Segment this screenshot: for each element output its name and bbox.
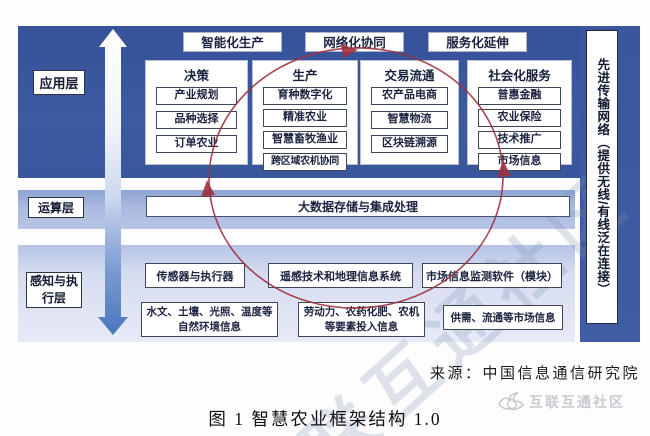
flow-smart-production: 智能化生产 xyxy=(183,32,282,52)
column-social-services: 社会化服务 普惠金融 农业保险 技术推广 市场信息 xyxy=(467,60,572,171)
natural-environment-info-box: 水文、土壤、光照、温度等自然环境信息 xyxy=(141,302,278,337)
sub-item: 产业规划 xyxy=(156,87,237,105)
sub-item: 精准农业 xyxy=(263,109,347,127)
column-trade-circulation: 交易流通 农产品电商 智慧物流 区块链溯源 xyxy=(360,60,459,165)
input-factors-info-box: 劳动力、农药化肥、农机等要素投入信息 xyxy=(298,302,425,337)
market-monitor-software-box: 市场信息监测软件（模块） xyxy=(422,263,562,288)
column-decision: 决策 产业规划 品种选择 订单农业 xyxy=(145,60,248,165)
sub-item: 普惠金融 xyxy=(478,87,561,105)
sub-item: 订单农业 xyxy=(156,135,237,153)
supply-demand-market-info-box: 供需、流通等市场信息 xyxy=(443,305,563,330)
figure-caption: 图 1 智慧农业框架结构 1.0 xyxy=(208,409,442,429)
sub-item: 品种选择 xyxy=(156,111,237,129)
sub-item: 智慧物流 xyxy=(371,111,448,129)
sub-item: 农产品电商 xyxy=(371,87,448,105)
layer-label-compute: 运算层 xyxy=(28,197,84,218)
community-logo: 互联互通社区 xyxy=(498,392,625,412)
flow-service-extension: 服务化延伸 xyxy=(428,32,527,52)
sensor-actuator-box: 传感器与执行器 xyxy=(145,263,245,288)
sub-item: 市场信息 xyxy=(478,153,561,171)
transport-network-label: 先进传输网络（提供无线/有线泛在连接） xyxy=(595,58,610,296)
sub-item: 跨区域农机协同 xyxy=(263,153,347,171)
column-title: 交易流通 xyxy=(384,69,435,83)
sub-item: 农业保险 xyxy=(478,109,561,127)
remote-sensing-gis-box: 遥感技术和地理信息系统 xyxy=(268,263,413,288)
sub-item: 区块链溯源 xyxy=(371,135,448,153)
column-title: 生产 xyxy=(292,69,318,83)
sub-item: 育种数字化 xyxy=(263,87,347,105)
column-title: 社会化服务 xyxy=(488,69,551,83)
source-line: 来源：中国信息通信研究院 xyxy=(429,366,640,382)
sub-item: 技术推广 xyxy=(478,131,561,149)
column-production: 生产 育种数字化 精准农业 智慧畜牧渔业 跨区域农机协同 xyxy=(252,60,358,171)
bigdata-storage-processing-box: 大数据存储与集成处理 xyxy=(146,196,570,217)
flow-network-collaboration: 网络化协同 xyxy=(305,32,404,52)
layer-label-sense: 感知与执行层 xyxy=(26,272,82,308)
community-logo-bird-icon xyxy=(498,392,524,411)
community-logo-text: 互联互通社区 xyxy=(529,394,625,410)
transport-network-box: 先进传输网络（提供无线/有线泛在连接） xyxy=(586,30,618,324)
sub-item: 智慧畜牧渔业 xyxy=(263,131,347,149)
layer-label-application: 应用层 xyxy=(33,70,85,95)
column-title: 决策 xyxy=(183,69,209,83)
